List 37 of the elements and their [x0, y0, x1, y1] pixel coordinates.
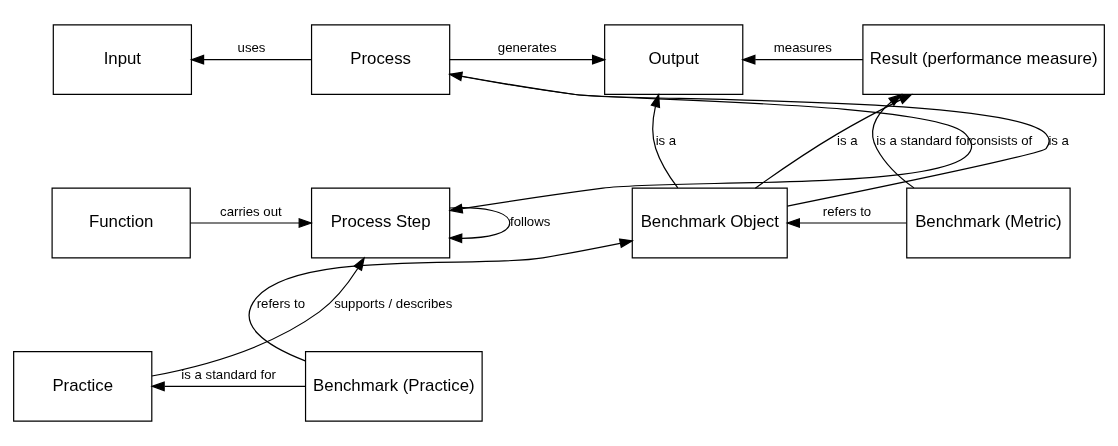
- arrow: [189, 217, 313, 229]
- edge-label: is a standard for: [876, 132, 971, 148]
- node-box: Input: [52, 24, 193, 96]
- edge-label: is a standard for: [181, 366, 277, 382]
- arrow: [449, 54, 607, 65]
- edge-label: is a: [655, 132, 677, 148]
- arrow: [650, 92, 679, 189]
- node-box: Output: [604, 24, 744, 96]
- edge-label: uses: [237, 40, 266, 56]
- edge-label: follows: [509, 214, 551, 230]
- edge-label: supports / describes: [334, 296, 453, 312]
- node-box: Result (performance measure): [862, 24, 1105, 96]
- edge-label: is a: [837, 132, 858, 148]
- edge-label: measures: [773, 40, 832, 56]
- arrow: [447, 207, 511, 244]
- node-box: Practice: [13, 350, 153, 422]
- arrow: [150, 381, 306, 392]
- arrow: [189, 54, 312, 65]
- node-box: Benchmark Object: [631, 187, 788, 259]
- edge-label: refers to: [822, 203, 872, 219]
- edge-label: generates: [497, 40, 557, 56]
- arrow: [754, 93, 913, 189]
- arrow: [448, 73, 973, 214]
- node-box: Benchmark (Practice): [304, 350, 483, 422]
- arrow: [872, 93, 915, 189]
- node-box: Process Step: [310, 187, 451, 259]
- node-box: Process: [310, 24, 451, 96]
- arrow: [741, 54, 864, 65]
- arrow: [248, 238, 634, 362]
- arrow: [447, 71, 1050, 207]
- edge-label: refers to: [256, 296, 306, 312]
- node-box: Function: [51, 187, 191, 259]
- edge-label: is a: [1048, 132, 1069, 148]
- edge-label: carries out: [220, 203, 282, 219]
- arrow: [785, 217, 907, 229]
- edge-label: consists of: [969, 132, 1033, 148]
- node-box: Benchmark (Metric): [906, 187, 1071, 259]
